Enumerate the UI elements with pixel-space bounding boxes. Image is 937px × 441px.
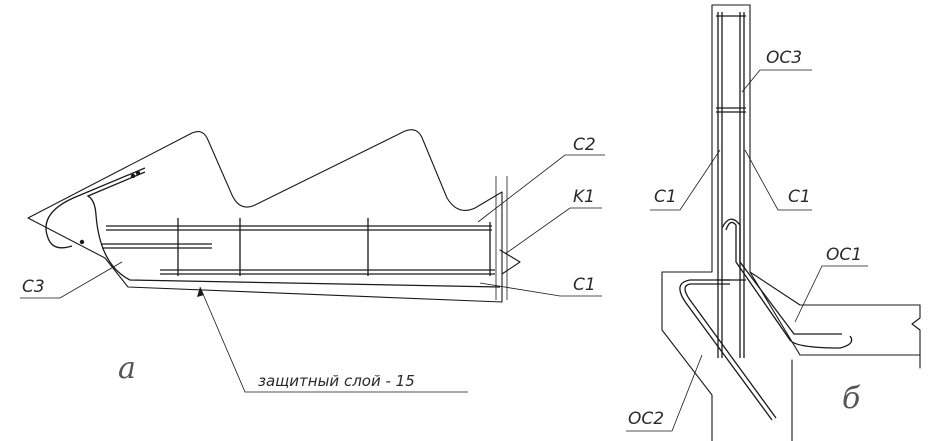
starter-bar-oc1-2	[721, 218, 842, 335]
concrete-outline-b-right	[749, 4, 921, 369]
label-oc3: OC3	[766, 48, 802, 68]
concrete-outline-b	[661, 4, 713, 441]
leader-oc3	[741, 69, 812, 93]
label-cover-note: защитный слой - 15	[258, 372, 415, 390]
bent-bar-oc2-2	[679, 279, 773, 421]
bar-section	[79, 239, 85, 245]
bar-end-k1	[499, 249, 521, 275]
label-c3: C3	[22, 277, 45, 297]
bent-bar-oc2	[684, 283, 777, 419]
leader-c1-right	[744, 149, 812, 211]
concrete-outline-a	[27, 129, 503, 303]
leader-c2	[477, 154, 605, 223]
leader-c1-left	[650, 149, 721, 211]
slab-break	[911, 304, 921, 356]
label-c1-a: C1	[573, 275, 596, 295]
label-c2: C2	[573, 135, 596, 155]
diagram-letter-a: а	[118, 351, 136, 386]
diagram-a: C2 K1 C1 C3 защитный слой - 15 а	[20, 129, 605, 393]
label-oc1: OC1	[826, 245, 862, 265]
starter-bar-oc1	[725, 221, 853, 349]
bent-bar-c3-outer	[45, 167, 146, 249]
bent-bar-c3-inner	[86, 171, 501, 288]
label-c1-left: C1	[654, 187, 677, 207]
label-k1: K1	[573, 187, 595, 207]
leader-c1-a	[479, 282, 602, 297]
leader-oc2	[626, 354, 703, 432]
leader-oc1	[794, 265, 868, 323]
label-oc2: OC2	[628, 409, 664, 429]
leader-cover	[199, 286, 468, 393]
diagram-b: OC3 C1 C1 OC1 OC2 б	[626, 4, 921, 441]
leader-k1	[504, 207, 602, 255]
bar-section	[135, 170, 141, 176]
slab-top	[749, 271, 921, 306]
label-c1-right: C1	[788, 187, 811, 207]
leader-c3	[20, 261, 123, 299]
arrow-head	[197, 287, 204, 297]
diagram-letter-b: б	[842, 381, 861, 416]
bar-section	[130, 173, 136, 179]
